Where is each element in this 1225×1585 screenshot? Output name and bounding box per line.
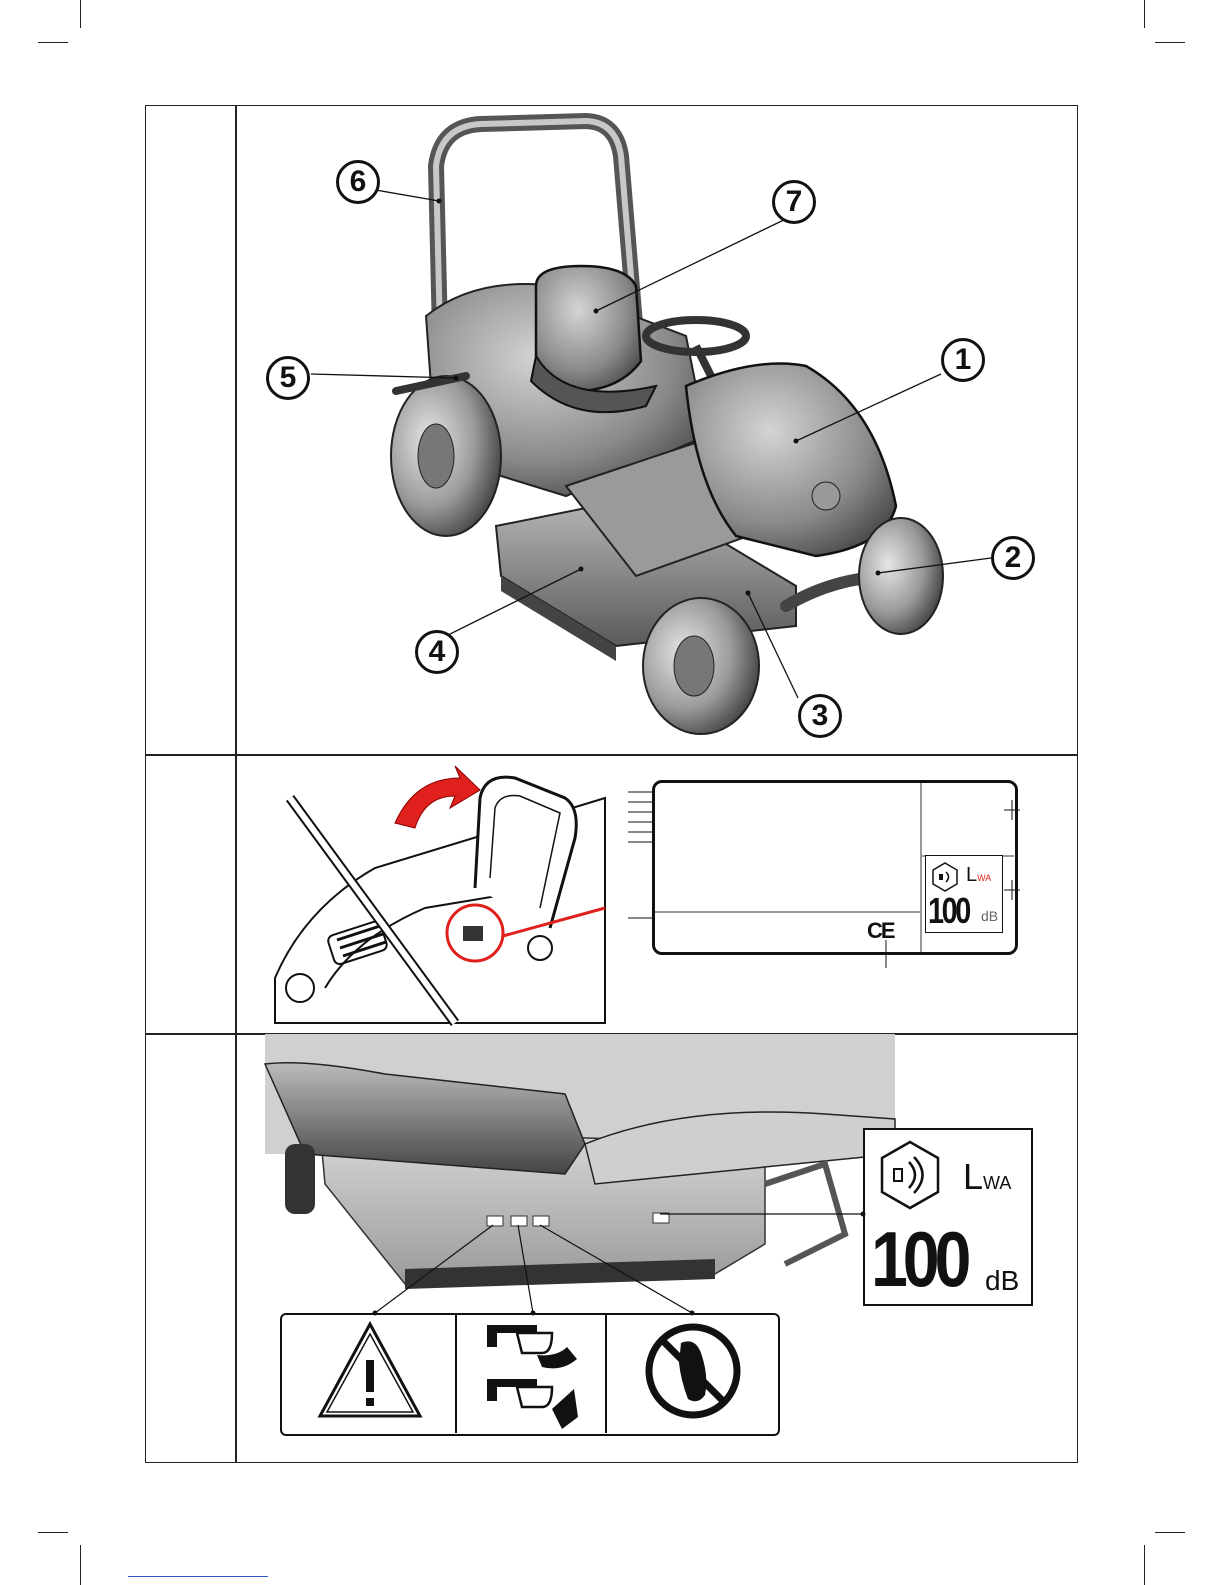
callout-2: 2 — [991, 536, 1035, 580]
callout-1: 1 — [941, 338, 985, 382]
warning-triangle-icon — [314, 1318, 426, 1422]
pictogram-divider — [455, 1315, 457, 1433]
crop-mark — [1144, 1545, 1145, 1585]
crop-mark — [80, 0, 81, 28]
callout-3: 3 — [798, 694, 842, 738]
plate-leader-lines — [620, 780, 1030, 970]
no-feet-icon — [643, 1321, 743, 1421]
callout-7: 7 — [772, 180, 816, 224]
seat-tilt-illustration — [265, 758, 610, 1028]
crop-mark — [38, 42, 68, 43]
crop-mark — [1144, 0, 1145, 28]
speaker-icon — [879, 1140, 941, 1210]
sound-unit: dB — [985, 1265, 1019, 1297]
crop-mark — [80, 1545, 81, 1585]
footer-link-underline — [128, 1576, 268, 1577]
discharge-direction-icon — [482, 1317, 582, 1432]
pictogram-divider — [605, 1315, 607, 1433]
deck-sound-label: LWA 100 dB — [863, 1128, 1033, 1306]
callout-5: 5 — [266, 356, 310, 400]
deck-leader-lines — [370, 1220, 870, 1320]
lwa-symbol: LWA — [963, 1156, 1011, 1198]
crop-mark — [1155, 1532, 1185, 1533]
callout-4: 4 — [415, 630, 459, 674]
crop-mark — [38, 1532, 68, 1533]
row-divider — [145, 754, 1078, 756]
crop-mark — [1155, 42, 1185, 43]
sound-value: 100 — [871, 1214, 966, 1305]
callout-6: 6 — [336, 160, 380, 204]
